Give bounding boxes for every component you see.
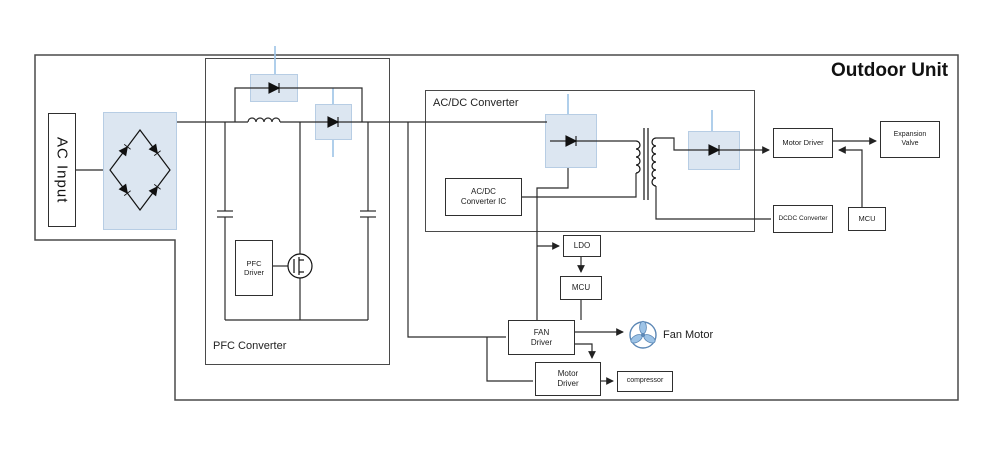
page-title: Outdoor Unit bbox=[831, 60, 949, 81]
fan-motor-label: Fan Motor bbox=[663, 329, 714, 341]
compressor-box: compressor bbox=[617, 371, 673, 392]
expansion-valve-box: Expansion Valve bbox=[880, 121, 940, 158]
pfc-driver-label: PFC Driver bbox=[244, 258, 264, 277]
acdc-secondary-diode-box bbox=[688, 131, 740, 170]
fan-driver-label: FAN Driver bbox=[530, 327, 553, 347]
fan-motor-icon bbox=[629, 320, 657, 349]
fan-driver-box: FAN Driver bbox=[508, 320, 575, 355]
acdc-primary-diode-box bbox=[545, 114, 597, 168]
motor-driver-label: Motor Driver bbox=[782, 138, 824, 148]
ldo-box: LDO bbox=[563, 235, 601, 257]
pfc-converter-block bbox=[205, 58, 390, 365]
dcdc-converter-box: DCDC Converter bbox=[773, 205, 833, 233]
bridge-rectifier-box bbox=[103, 112, 177, 230]
pfc-bypass-diode-box bbox=[250, 74, 298, 102]
pfc-driver-box: PFC Driver bbox=[235, 240, 273, 296]
acdc-converter-ic-label: AC/DC Converter IC bbox=[460, 187, 507, 206]
acdc-converter-ic-box: AC/DC Converter IC bbox=[445, 178, 522, 216]
pfc-boost-diode-box bbox=[315, 104, 352, 140]
compressor-label: compressor bbox=[626, 377, 664, 385]
dcdc-converter-label: DCDC Converter bbox=[778, 214, 828, 222]
motor-driver-bottom-box: Motor Driver bbox=[535, 362, 601, 396]
ac-input-label: AC Input bbox=[53, 136, 71, 204]
ldo-label: LDO bbox=[573, 241, 591, 250]
acdc-converter-label: AC/DC Converter bbox=[433, 97, 519, 109]
mcu-mid-label: MCU bbox=[571, 283, 591, 292]
ac-input-box: AC Input bbox=[48, 113, 76, 227]
motor-driver-bottom-label: Motor Driver bbox=[557, 369, 579, 388]
pfc-converter-label: PFC Converter bbox=[213, 340, 287, 352]
expansion-valve-label: Expansion Valve bbox=[893, 130, 927, 147]
motor-driver-box: Motor Driver bbox=[773, 128, 833, 158]
mcu-right-label: MCU bbox=[858, 214, 876, 224]
mcu-right-box: MCU bbox=[848, 207, 886, 231]
mcu-mid-box: MCU bbox=[560, 276, 602, 300]
